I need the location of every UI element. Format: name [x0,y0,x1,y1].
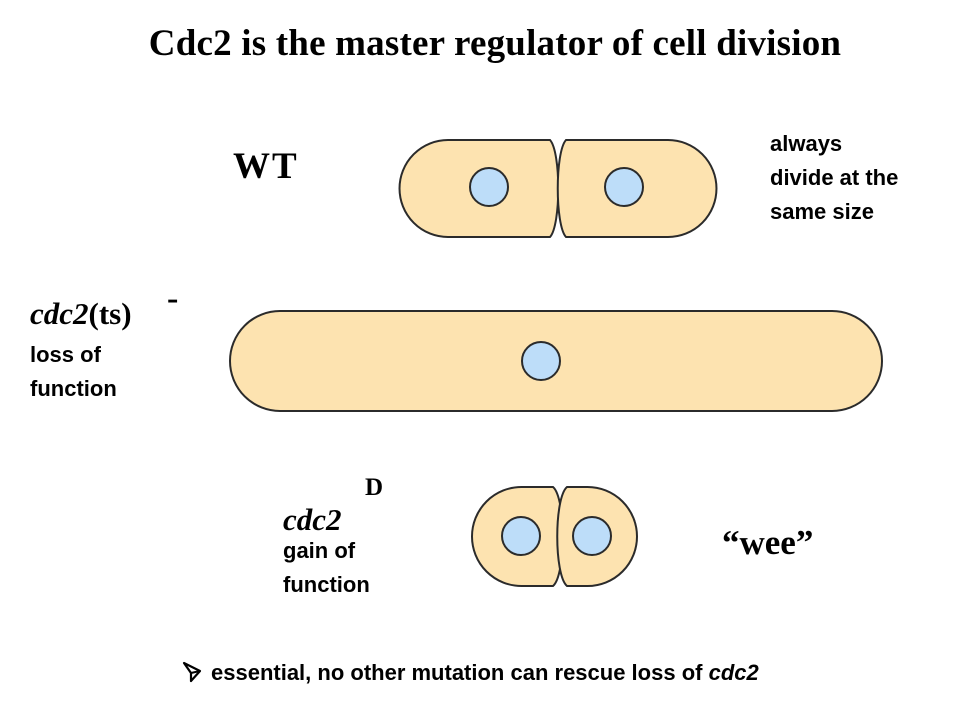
gain-of-function-note-line: function [283,572,370,597]
loss-of-function-mutant-name: cdc2(ts) [30,296,132,332]
gain-of-function-note-line: gain of [283,538,356,563]
wild-type-label: WT [233,146,299,187]
wild-type-note-line: same size [770,199,874,224]
gain-of-function-superscript: D [365,474,384,501]
footer-text: essential, no other mutation can rescue … [211,660,709,685]
wee-phenotype-label: “wee” [722,523,814,562]
loss-of-function-note: loss of function [30,338,117,406]
gain-of-function-mutant-name: cdc2 [283,502,342,538]
loss-of-function-note-line: loss of [30,342,101,367]
slide-title: Cdc2 is the master regulator of cell div… [148,23,842,64]
loss-of-function-superscript: - [167,280,179,317]
loss-of-function-gene: cdc2 [30,296,89,331]
footer-note: essential, no other mutation can rescue … [182,660,759,686]
small-cell-nucleus-left [501,516,541,556]
wild-type-note: always divide at the same size [770,127,898,229]
wild-type-note-line: divide at the [770,165,899,190]
small-cell-nucleus-right [572,516,612,556]
loss-of-function-note-line: function [30,376,117,401]
arrow-icon [182,661,202,683]
wild-type-nucleus-right [604,167,644,207]
gain-of-function-cell [471,486,638,587]
loss-of-function-cell [229,310,883,412]
wild-type-nucleus-left [469,167,509,207]
elongated-cell-nucleus [521,341,561,381]
wild-type-note-line: always [770,131,843,156]
gain-of-function-note: gain of function [283,534,370,602]
loss-of-function-suffix: (ts) [88,296,132,331]
wild-type-cell [398,139,718,238]
gain-of-function-gene: cdc2 [283,502,342,537]
footer-gene: cdc2 [708,660,759,685]
